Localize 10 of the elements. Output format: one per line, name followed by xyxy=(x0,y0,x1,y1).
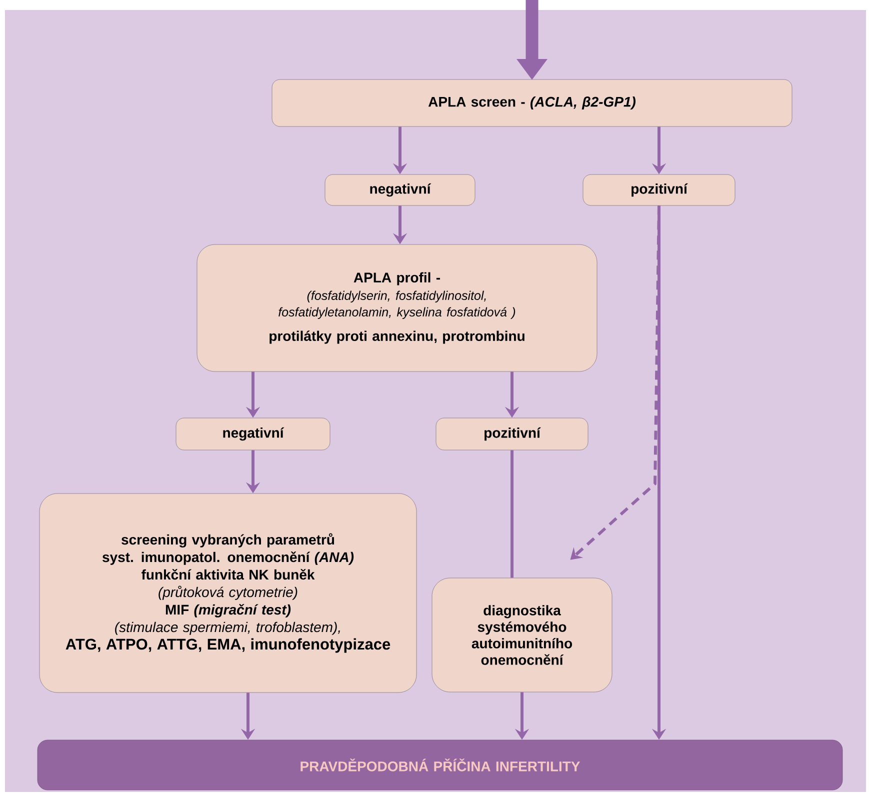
process-box: screening vybraných parametrů syst. imunopatol. onemocnění (ANA) funkční aktivita NK buněk (průtoková cytometrie) MIF (migrační test) (stimulace spermiemi, trofoblastem), ATG, ATPO, ATTG, EMA, imunofenotypizace xyxy=(39,493,417,693)
result-box: pozitivní xyxy=(582,174,736,206)
process-box: APLA profil - (fosfatidylserin, fosfatidylinositol, fosfatidyletanolamin, kyselina fosfatidová ) protilátky proti annexinu, protrombinu xyxy=(196,244,598,372)
arrow xyxy=(516,0,548,80)
result-box: pozitivní xyxy=(436,418,588,450)
result-box: negativní xyxy=(324,174,476,206)
process-box: APLA screen - (ACLA, β2-GP1) xyxy=(272,79,792,127)
process-box: diagnostika systémového autoimunitního onemocnění xyxy=(432,578,612,692)
result-box: negativní xyxy=(176,418,330,450)
outcome-bar: PRAVDĚPODOBNÁ PŘÍČINA INFERTILITY xyxy=(37,740,843,790)
